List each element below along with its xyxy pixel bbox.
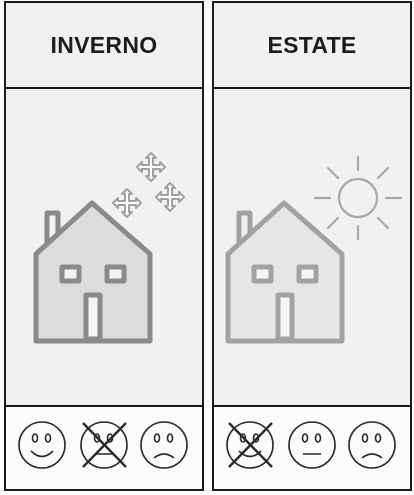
house-icon: [36, 203, 150, 341]
panel-title-winter: INVERNO: [6, 3, 202, 89]
summer-illustration: [214, 89, 410, 405]
winter-illustration: [6, 89, 202, 405]
house-icon: [228, 203, 342, 341]
mood-row-summer: [214, 405, 410, 489]
panel-title-summer: ESTATE: [214, 3, 410, 89]
panel-winter: INVERNO: [4, 1, 204, 491]
cross-mark-icon: [83, 423, 126, 467]
cross-mark-icon: [229, 423, 272, 467]
sun-icon: [315, 157, 401, 239]
mood-row-winter: [6, 405, 202, 489]
snowflake-icon: [113, 153, 184, 217]
happy-face-crossed-icon[interactable]: [227, 422, 273, 468]
neutral-face-icon[interactable]: [289, 422, 335, 468]
happy-face-icon[interactable]: [19, 422, 65, 468]
panel-summer: ESTATE: [212, 1, 412, 491]
sad-face-icon[interactable]: [349, 422, 395, 468]
neutral-face-crossed-icon[interactable]: [81, 422, 127, 468]
sad-face-icon[interactable]: [141, 422, 187, 468]
